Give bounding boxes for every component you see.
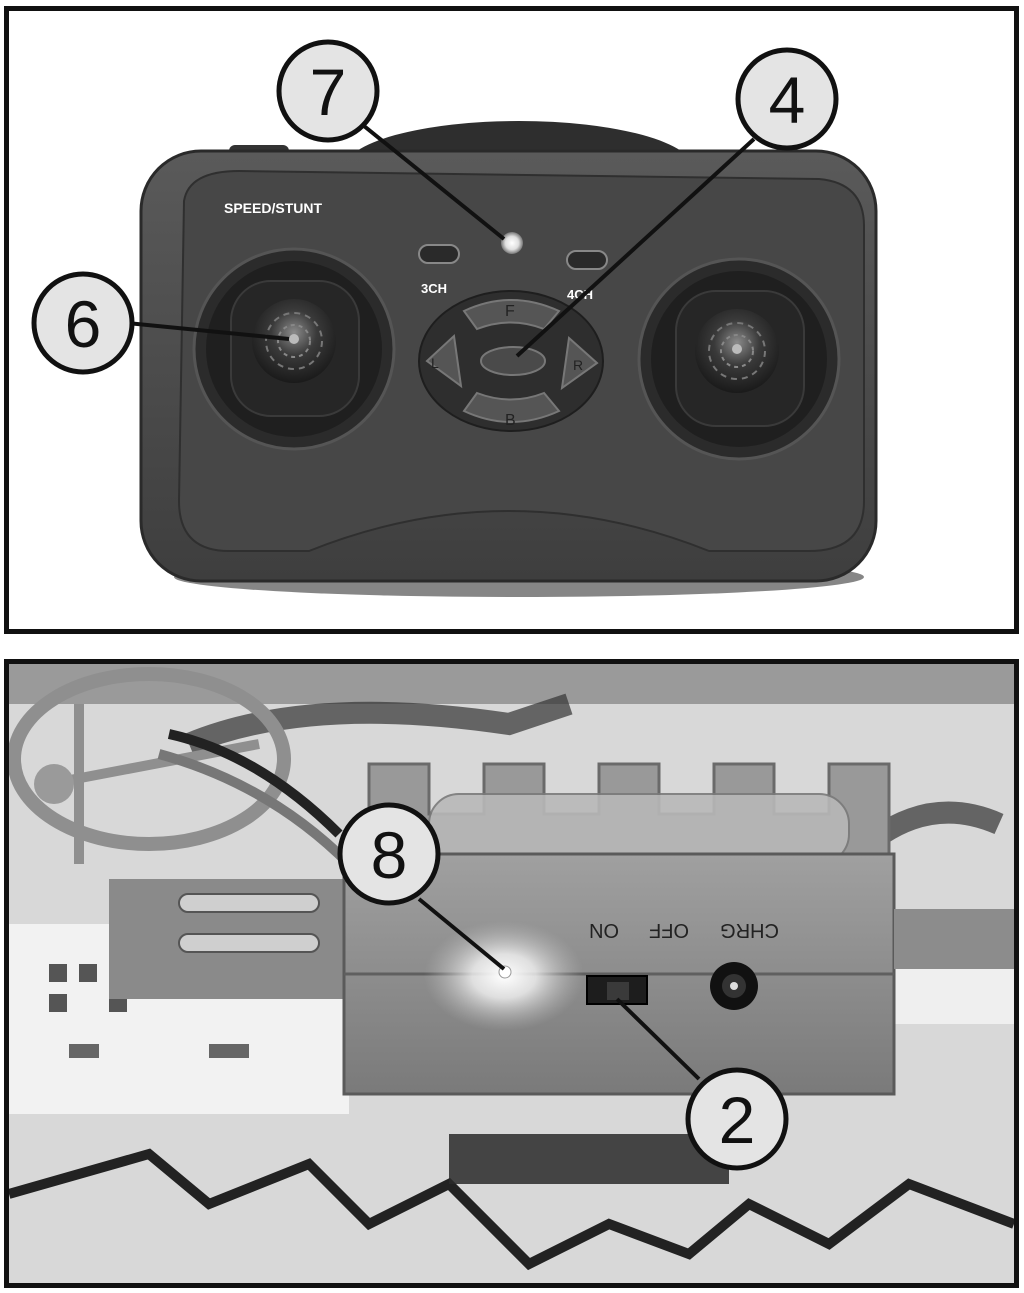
direction-pad: F B L R (418, 290, 604, 432)
ch3-button (418, 244, 460, 264)
forward-button (462, 299, 561, 331)
controller-photo-panel: SPEED/STUNT 3CH 4CH (4, 6, 1019, 634)
callout-7: 7 (276, 39, 380, 143)
ch3-label: 3CH (421, 281, 447, 296)
power-led-indicator (501, 232, 523, 254)
back-button (462, 391, 561, 423)
left-label: L (431, 355, 439, 371)
callout-4: 4 (735, 47, 839, 151)
controller-illustration: SPEED/STUNT 3CH 4CH (31, 39, 878, 597)
callout-6-number: 6 (65, 287, 102, 361)
center-button (480, 346, 546, 376)
callout-7-number: 7 (310, 55, 347, 129)
callout-6: 6 (31, 271, 135, 375)
charge-jack (710, 962, 758, 1010)
power-switch (586, 975, 648, 1005)
switch-labels: CHRG OFF ON (589, 919, 779, 941)
forward-label: F (505, 303, 515, 320)
vehicle-photo-panel: CHRG OFF ON 8 2 (4, 659, 1019, 1288)
leader-line-7 (362, 124, 506, 241)
leader-line-4 (515, 137, 756, 358)
callout-8: 8 (337, 802, 441, 906)
callout-4-number: 4 (769, 63, 806, 137)
vehicle-illustration: CHRG OFF ON 8 2 (9, 664, 1014, 1283)
callout-8-number: 8 (371, 818, 408, 892)
leader-line-8 (417, 897, 506, 971)
chrg-label: CHRG (720, 919, 779, 941)
callout-2-number: 2 (719, 1083, 756, 1157)
on-label: ON (589, 919, 619, 941)
back-label: B (505, 412, 516, 429)
right-button (560, 336, 599, 391)
leader-line-6 (126, 321, 290, 341)
off-label: OFF (649, 919, 689, 941)
wire (167, 729, 343, 838)
callout-2: 2 (685, 1067, 789, 1171)
left-button (425, 333, 463, 389)
left-joystick (192, 247, 396, 451)
right-joystick (637, 257, 841, 461)
right-label: R (573, 357, 583, 373)
leader-line-2 (615, 997, 701, 1081)
ch4-button (566, 250, 608, 270)
speed-stunt-label: SPEED/STUNT (224, 200, 322, 216)
